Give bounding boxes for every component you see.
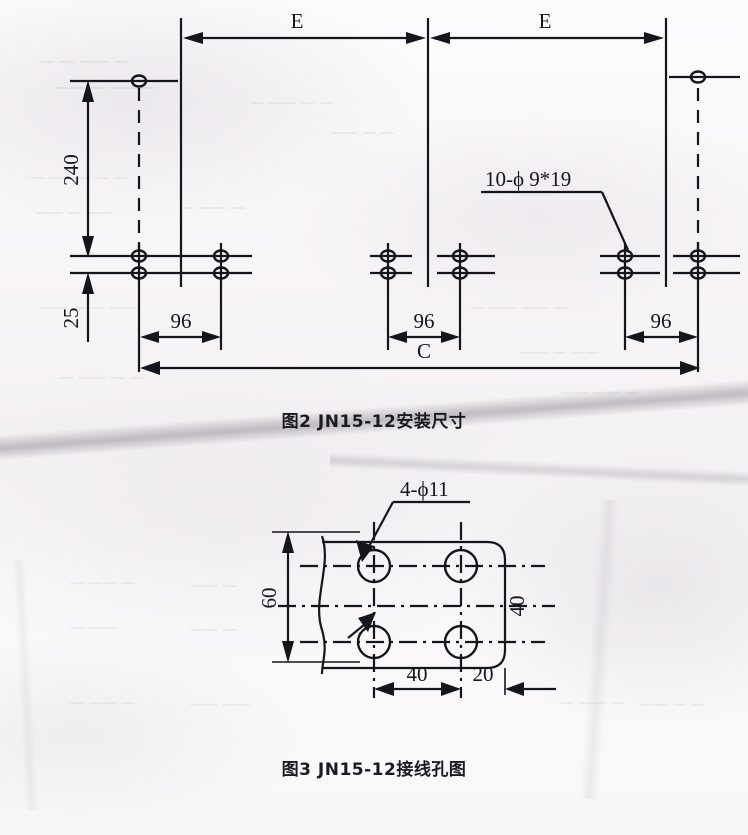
- figure2-mounting-drawing: E E 240 25 96: [59, 9, 740, 375]
- dimension-96-mid: 96: [388, 309, 460, 343]
- dimension-240-label: 240: [59, 154, 83, 186]
- dimension-96-right-label: 96: [651, 309, 672, 333]
- hole-upper-right: [443, 548, 479, 584]
- hole-r1-lower: [616, 266, 634, 280]
- break-line: [318, 535, 326, 675]
- figure3-terminal-hole-drawing: 4-ϕ11 60 40 40 20: [257, 477, 556, 698]
- callout-10-phi-9x19-label: 10-ϕ 9*19: [485, 167, 571, 191]
- plate-outline: [322, 540, 507, 670]
- dimension-96-left: 96: [140, 309, 221, 343]
- callout-4-phi-11-label: 4-ϕ11: [400, 477, 449, 501]
- hole-m2-upper: [451, 249, 469, 263]
- hole-m1-lower: [379, 266, 397, 280]
- dimension-96-mid-label: 96: [414, 309, 435, 333]
- hole-r2-lower: [689, 266, 707, 280]
- callout-4-phi-11: 4-ϕ11: [347, 477, 470, 639]
- dimension-96-right: 96: [625, 309, 698, 343]
- dimension-96-left-label: 96: [171, 309, 192, 333]
- hole-lower-left: [356, 624, 392, 660]
- dimension-40-bottom: 40: [374, 662, 461, 696]
- dimension-E-left-label: E: [291, 9, 304, 33]
- hole-top-left: [130, 74, 148, 88]
- hole-upper-left: [356, 548, 392, 584]
- dimension-240: 240: [59, 80, 94, 258]
- hole-l1-lower: [130, 266, 148, 280]
- dimension-25: 25: [59, 272, 94, 342]
- hole-top-right: [689, 70, 707, 84]
- hole-r2-upper: [689, 249, 707, 263]
- hole-lower-right: [443, 624, 479, 660]
- hole-l1-upper: [130, 249, 148, 263]
- dimension-C-label: C: [417, 339, 431, 363]
- dimension-20-bottom-label: 20: [473, 662, 494, 686]
- dimension-C: C: [140, 339, 700, 375]
- hole-l2-lower: [212, 266, 230, 280]
- hole-r1-upper: [616, 249, 634, 263]
- hole-m1-upper: [379, 249, 397, 263]
- dimension-E-right: E: [430, 9, 664, 44]
- hole-l2-upper: [212, 249, 230, 263]
- dimension-60-label: 60: [257, 588, 281, 609]
- figure2-caption: 图2 JN15-12安装尺寸: [281, 412, 467, 432]
- dimension-E-right-label: E: [539, 9, 552, 33]
- callout-10-phi-9x19: 10-ϕ 9*19: [481, 167, 630, 251]
- dimension-E-left: E: [183, 9, 426, 44]
- dimension-25-label: 25: [59, 308, 83, 329]
- dimension-20-bottom: 20: [473, 662, 556, 696]
- dimension-40-bottom-label: 40: [407, 662, 428, 686]
- figure3-caption: 图3 JN15-12接线孔图: [281, 760, 467, 780]
- dimension-60: 60: [257, 531, 294, 663]
- dimension-right-40-label: 40: [505, 596, 529, 617]
- hole-m2-lower: [451, 266, 469, 280]
